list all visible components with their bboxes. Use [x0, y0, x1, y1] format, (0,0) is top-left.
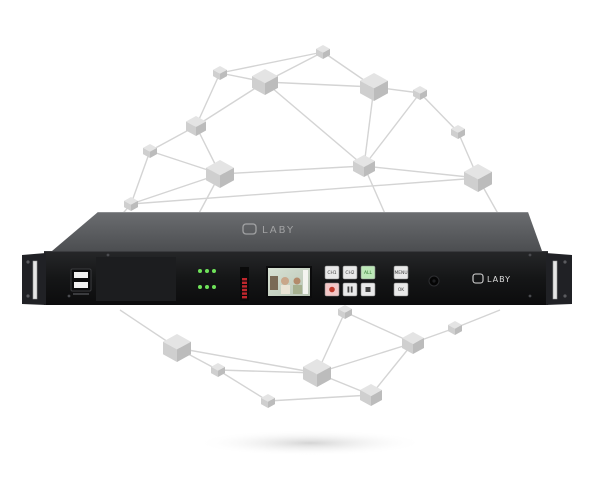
usb-port-icon[interactable]	[74, 272, 88, 278]
network-cube-icon	[360, 384, 382, 406]
network-cube-icon	[451, 125, 465, 139]
ch1-button[interactable]: CH1	[324, 265, 340, 280]
record-icon	[329, 286, 335, 293]
network-cube-icon	[316, 45, 330, 59]
ch2-button-label: CH2	[345, 270, 354, 276]
network-cube-icon	[143, 144, 157, 158]
status-led-icon	[198, 269, 202, 273]
laby-logo-icon	[242, 223, 257, 235]
meter-segment	[242, 285, 247, 288]
front-left-section	[96, 257, 176, 301]
rec-button[interactable]	[324, 282, 340, 297]
pause-button[interactable]	[342, 282, 358, 297]
meter-segment	[242, 278, 247, 281]
ok-button[interactable]: OK	[393, 282, 409, 297]
network-cube-icon	[338, 305, 352, 319]
network-cube-icon	[213, 66, 227, 80]
usb-port-icon[interactable]	[74, 282, 88, 288]
status-led-icon	[205, 285, 209, 289]
all-button-label: ALL	[364, 270, 372, 276]
rack-handle-icon	[552, 260, 558, 300]
network-cube-icon	[261, 394, 275, 408]
network-cubes	[124, 45, 492, 408]
rack-handle-icon	[32, 260, 38, 300]
preview-screen	[266, 266, 312, 298]
pause-icon	[347, 286, 353, 293]
ch1-button-label: CH1	[327, 270, 336, 276]
laby-logo-icon	[472, 273, 484, 284]
network-cube-icon	[303, 359, 331, 387]
network-cube-icon	[163, 334, 191, 362]
front-logo: LABY	[472, 273, 511, 284]
meter-segment	[242, 288, 247, 292]
stop-button[interactable]	[360, 282, 376, 297]
network-cube-icon	[402, 332, 424, 354]
front-brand-text: LABY	[487, 275, 511, 284]
chassis-top	[52, 212, 542, 251]
network-cube-icon	[464, 164, 492, 192]
rack-ear-right	[546, 253, 572, 305]
status-led-icon	[198, 285, 202, 289]
network-cube-icon	[124, 197, 138, 211]
status-led-icon	[205, 269, 209, 273]
top-brand-text: LABY	[262, 225, 295, 236]
ir-sensor-icon	[428, 275, 440, 287]
network-cube-icon	[206, 160, 234, 188]
ok-button-label: OK	[398, 287, 404, 293]
status-led-icon	[212, 269, 216, 273]
meter-segment	[242, 281, 247, 284]
menu-button[interactable]: MENU	[393, 265, 409, 280]
network-cube-icon	[211, 363, 225, 377]
stop-icon	[365, 287, 371, 292]
top-logo: LABY	[242, 223, 295, 236]
network-cube-icon	[353, 155, 375, 177]
level-meter	[240, 267, 249, 301]
status-led-icon	[212, 285, 216, 289]
rack-ear-left	[22, 253, 46, 305]
network-cube-icon	[252, 69, 278, 95]
floor-shadow	[195, 430, 425, 456]
meter-segment	[242, 292, 247, 295]
usb-ports	[70, 268, 92, 295]
network-cube-icon	[413, 86, 427, 100]
all-button[interactable]: ALL	[360, 265, 376, 280]
ch2-button[interactable]: CH2	[342, 265, 358, 280]
network-cube-icon	[186, 116, 206, 136]
network-cube-icon	[448, 321, 462, 335]
control-buttons: CH1 CH2 ALL MENU OK	[324, 265, 409, 297]
meter-segment	[242, 296, 247, 299]
network-cube-icon	[360, 73, 388, 101]
menu-button-label: MENU	[394, 270, 407, 276]
status-leds	[198, 269, 216, 289]
